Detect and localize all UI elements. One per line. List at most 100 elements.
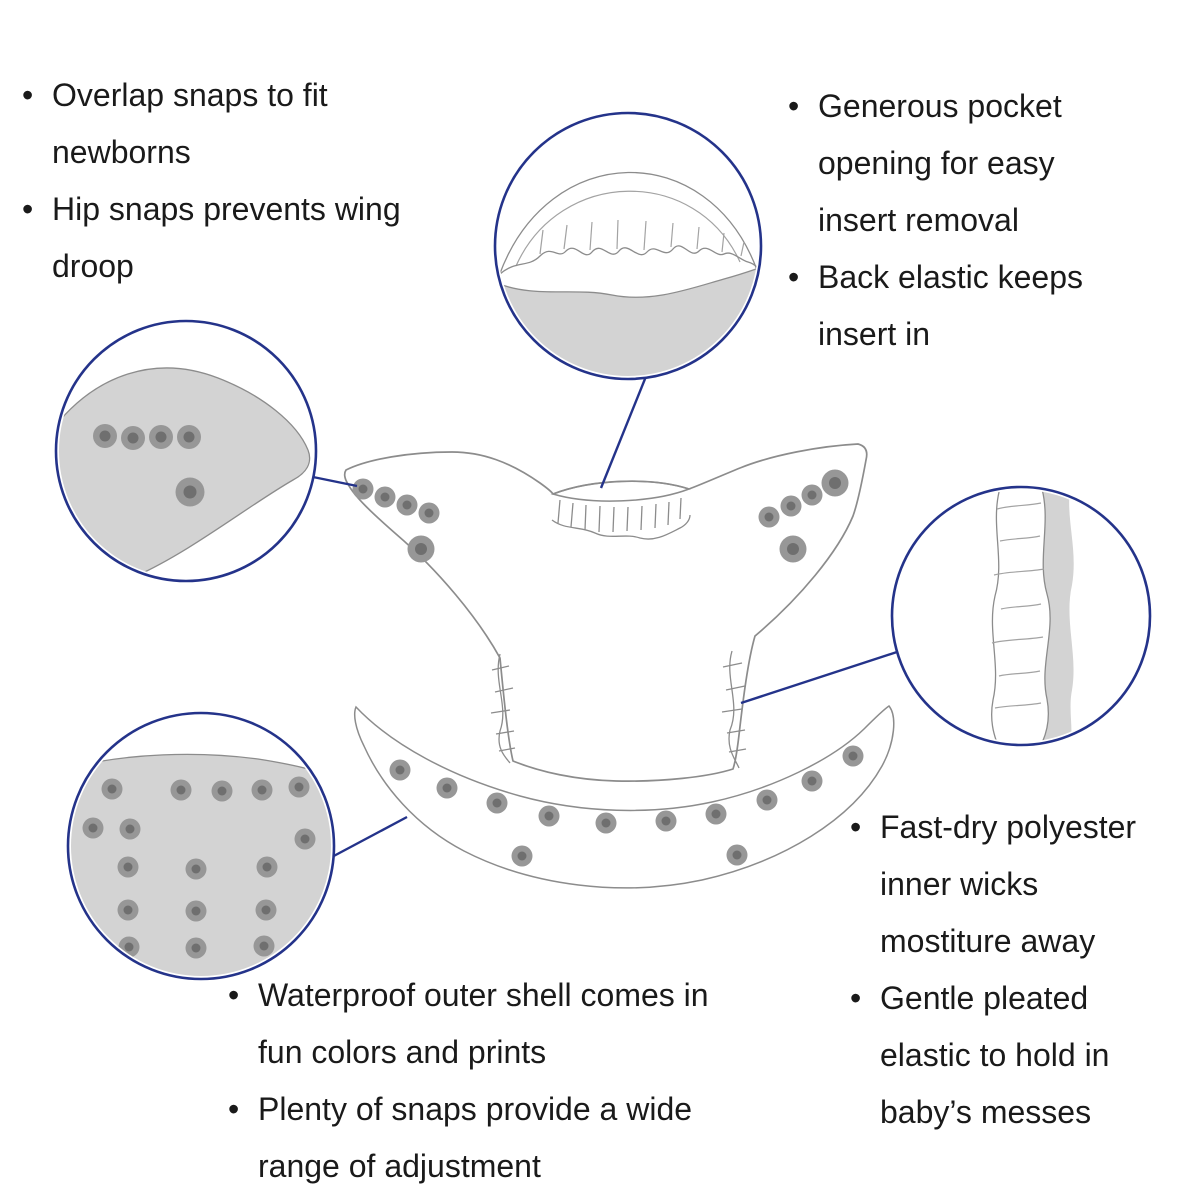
bullet-marker: •	[850, 809, 862, 845]
snap-dot	[352, 478, 374, 500]
bullet-marker: •	[850, 980, 862, 1016]
note-text: Back elastic keeps insert in	[818, 249, 1128, 363]
snap-dot	[119, 818, 141, 840]
notes-top-left: • Overlap snaps to fit newborns • Hip sn…	[22, 67, 492, 295]
snap-dot	[294, 828, 316, 850]
note-line: Back elastic keeps	[818, 259, 1084, 295]
note-line: Hip snaps prevents wing	[52, 191, 401, 227]
note-overlap-snaps: • Overlap snaps to fit newborns	[22, 67, 492, 181]
snap-dot	[418, 502, 440, 524]
pleated-elastic-detail	[991, 490, 1074, 742]
callout-snap-grid	[66, 711, 336, 981]
note-text: Generous pocket opening for easy insert …	[818, 78, 1128, 249]
callout-circle-bg	[892, 487, 1150, 745]
note-line: range of adjustment	[258, 1148, 541, 1184]
bullet-marker: •	[228, 1091, 240, 1127]
snap-dot	[93, 424, 117, 448]
callout-circle-ring	[66, 711, 336, 981]
pocket-opening-slit	[550, 480, 692, 502]
note-plenty-snaps: • Plenty of snaps provide a wide range o…	[228, 1081, 828, 1195]
callout-circle-ring	[890, 485, 1152, 747]
note-line: Generous pocket	[818, 88, 1062, 124]
snap-dot	[185, 858, 207, 880]
snap-dot	[177, 425, 201, 449]
notes-top-right: • Generous pocket opening for easy inser…	[788, 78, 1128, 363]
snap-dot	[117, 899, 139, 921]
note-line: Fast-dry polyester	[880, 809, 1137, 845]
snap-dot	[396, 494, 418, 516]
notes-bottom-center: • Waterproof outer shell comes in fun co…	[228, 967, 828, 1195]
note-text: Gentle pleated elastic to hold in baby’s…	[880, 970, 1190, 1141]
snap-dot	[407, 535, 435, 563]
callout-wing-snaps	[54, 319, 318, 583]
callout-pleated-elastic	[890, 485, 1152, 747]
note-line: fun colors and prints	[258, 1034, 547, 1070]
connector-wing	[312, 475, 358, 488]
snap-dot	[149, 425, 173, 449]
snap-dot	[101, 778, 123, 800]
connector-pocket	[599, 368, 651, 489]
snap-dot	[801, 484, 823, 506]
snap-dot	[175, 477, 205, 507]
snap-dot	[82, 817, 104, 839]
snap-dot	[538, 805, 560, 827]
note-gentle-pleated: • Gentle pleated elastic to hold in baby…	[850, 970, 1190, 1141]
note-line: opening for easy	[818, 145, 1055, 181]
note-text: Overlap snaps to fit newborns	[52, 67, 492, 181]
right-leg-elastic-seam	[721, 650, 747, 769]
snap-dot	[121, 426, 145, 450]
notes-bottom-right: • Fast-dry polyester inner wicks mostitu…	[850, 799, 1190, 1141]
note-pocket-opening: • Generous pocket opening for easy inser…	[788, 78, 1128, 249]
note-text: Fast-dry polyester inner wicks mostiture…	[880, 799, 1190, 970]
note-line: Overlap snaps to fit	[52, 77, 328, 113]
waterproof-front-band	[353, 704, 895, 889]
callout-pocket-opening	[493, 111, 763, 381]
note-hip-snaps: • Hip snaps prevents wing droop	[22, 181, 492, 295]
snap-dot	[436, 777, 458, 799]
snap-dot	[756, 789, 778, 811]
note-line: baby’s messes	[880, 1094, 1092, 1130]
pocket-gathers	[551, 497, 691, 540]
wing-snaps-detail	[59, 367, 311, 578]
bullet-marker: •	[22, 191, 34, 227]
snap-dot	[255, 899, 277, 921]
note-line: Gentle pleated	[880, 980, 1089, 1016]
note-fast-dry: • Fast-dry polyester inner wicks mostitu…	[850, 799, 1190, 970]
snap-dot	[511, 845, 533, 867]
snap-dot	[211, 780, 233, 802]
snap-dot	[595, 812, 617, 834]
snap-dot	[486, 792, 508, 814]
bullet-marker: •	[228, 977, 240, 1013]
left-leg-elastic-seam	[490, 653, 516, 764]
note-line: insert in	[818, 316, 931, 352]
diaper-shell-outline	[343, 443, 868, 782]
snap-dot	[185, 900, 207, 922]
snap-dot	[655, 810, 677, 832]
snap-dot	[780, 495, 802, 517]
note-line: Plenty of snaps provide a wide	[258, 1091, 693, 1127]
snap-dot	[374, 486, 396, 508]
snap-dot	[779, 535, 807, 563]
note-line: inner wicks	[880, 866, 1039, 902]
callout-circle-ring	[54, 319, 318, 583]
bullet-marker: •	[788, 259, 800, 295]
diaper-illustration	[343, 443, 895, 889]
note-text: Waterproof outer shell comes in fun colo…	[258, 967, 828, 1081]
connector-elastic	[740, 650, 898, 705]
callout-connectors	[312, 368, 898, 860]
snap-dot	[389, 759, 411, 781]
snap-dot	[705, 803, 727, 825]
bullet-marker: •	[22, 77, 34, 113]
note-back-elastic: • Back elastic keeps insert in	[788, 249, 1128, 363]
snap-grid-detail	[71, 753, 331, 976]
callout-circle-ring	[493, 111, 763, 381]
note-line: Waterproof outer shell comes in	[258, 977, 709, 1013]
bullet-marker: •	[788, 88, 800, 124]
note-line: droop	[52, 248, 134, 284]
snap-dot	[170, 779, 192, 801]
note-line: newborns	[52, 134, 191, 170]
snap-dot	[842, 745, 864, 767]
connector-band	[329, 815, 408, 860]
